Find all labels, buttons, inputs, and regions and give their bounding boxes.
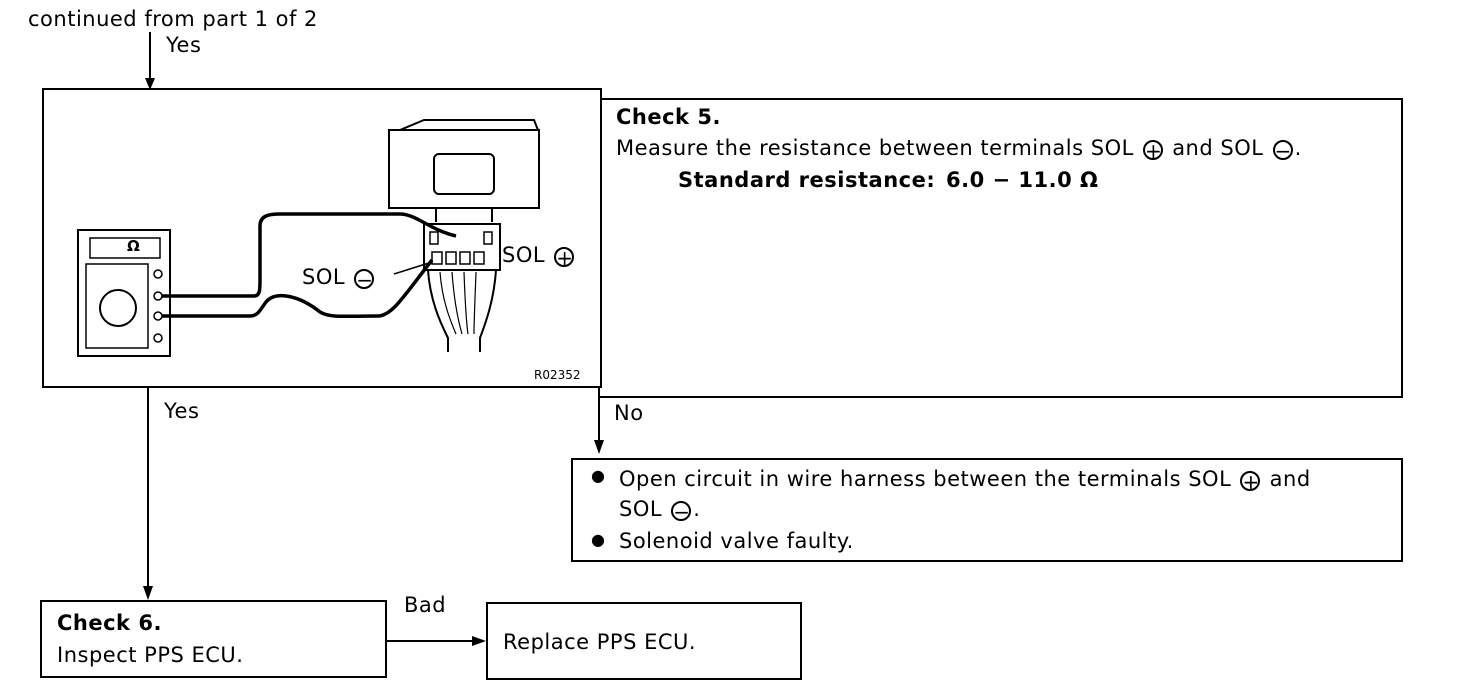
sol-plus-label: SOL +	[502, 240, 576, 270]
plus-circle-icon: +	[1143, 139, 1163, 163]
minus-circle-icon: −	[671, 500, 692, 524]
replace-box: Replace PPS ECU.	[486, 602, 802, 680]
ohmmeter-display	[89, 237, 161, 259]
check5-line-a: Measure the resistance between terminals…	[616, 136, 1134, 160]
yes-label-top: Yes	[166, 33, 202, 57]
plus-circle-icon: +	[554, 246, 575, 270]
bullet1-text-a: Open circuit in wire harness between the…	[619, 467, 1232, 491]
result-no-box: ● Open circuit in wire harness between t…	[571, 458, 1403, 562]
resistance-measurement-illustration	[77, 119, 540, 357]
check6-title: Check 6.	[57, 611, 162, 635]
check5-instruction: Measure the resistance between terminals…	[616, 133, 1302, 163]
figure-code: R02352	[534, 368, 581, 382]
yes-label-mid: Yes	[164, 399, 200, 423]
check6-text: Inspect PPS ECU.	[57, 643, 244, 667]
bullet1-text-b: and	[1269, 467, 1311, 491]
test-lead-upper	[162, 212, 457, 298]
bullet1-text-d: .	[693, 497, 701, 521]
test-lead-lower	[162, 258, 434, 319]
check5-box: Check 5. Measure the resistance between …	[598, 98, 1403, 398]
figure-box: Ω SOL − SOL + R02352	[42, 88, 602, 388]
bullet-dot: ●	[591, 530, 605, 549]
standard-resistance-label: Standard resistance:	[678, 168, 936, 192]
check5-line-b: and SOL	[1172, 136, 1264, 160]
result-no-bullet1-line1: Open circuit in wire harness between the…	[619, 464, 1311, 494]
plus-circle-icon: +	[1240, 470, 1261, 494]
sol-plus-text: SOL	[502, 243, 546, 267]
sol-minus-text: SOL	[302, 265, 346, 289]
minus-circle-icon: −	[354, 268, 375, 292]
bullet-dot: ●	[591, 466, 605, 485]
result-no-bullet2: Solenoid valve faulty.	[619, 529, 854, 553]
no-label: No	[614, 401, 644, 425]
continued-note: continued from part 1 of 2	[28, 7, 318, 31]
bullet1-text-c: SOL	[619, 497, 663, 521]
ohmmeter-dial	[99, 289, 137, 327]
minus-circle-icon: −	[1272, 139, 1293, 163]
standard-resistance-value: 6.0 − 11.0 Ω	[946, 168, 1099, 192]
sol-minus-label: SOL −	[302, 262, 376, 292]
replace-text: Replace PPS ECU.	[503, 630, 697, 654]
ecu-housing-top	[399, 119, 540, 131]
ecu-socket	[433, 153, 495, 195]
check6-box: Check 6. Inspect PPS ECU.	[40, 600, 387, 678]
bad-label: Bad	[404, 593, 447, 617]
ohm-symbol: Ω	[127, 237, 140, 255]
result-no-bullet1-line2: SOL −.	[619, 494, 700, 524]
check5-title: Check 5.	[616, 105, 721, 129]
check5-line-c: .	[1294, 136, 1302, 160]
